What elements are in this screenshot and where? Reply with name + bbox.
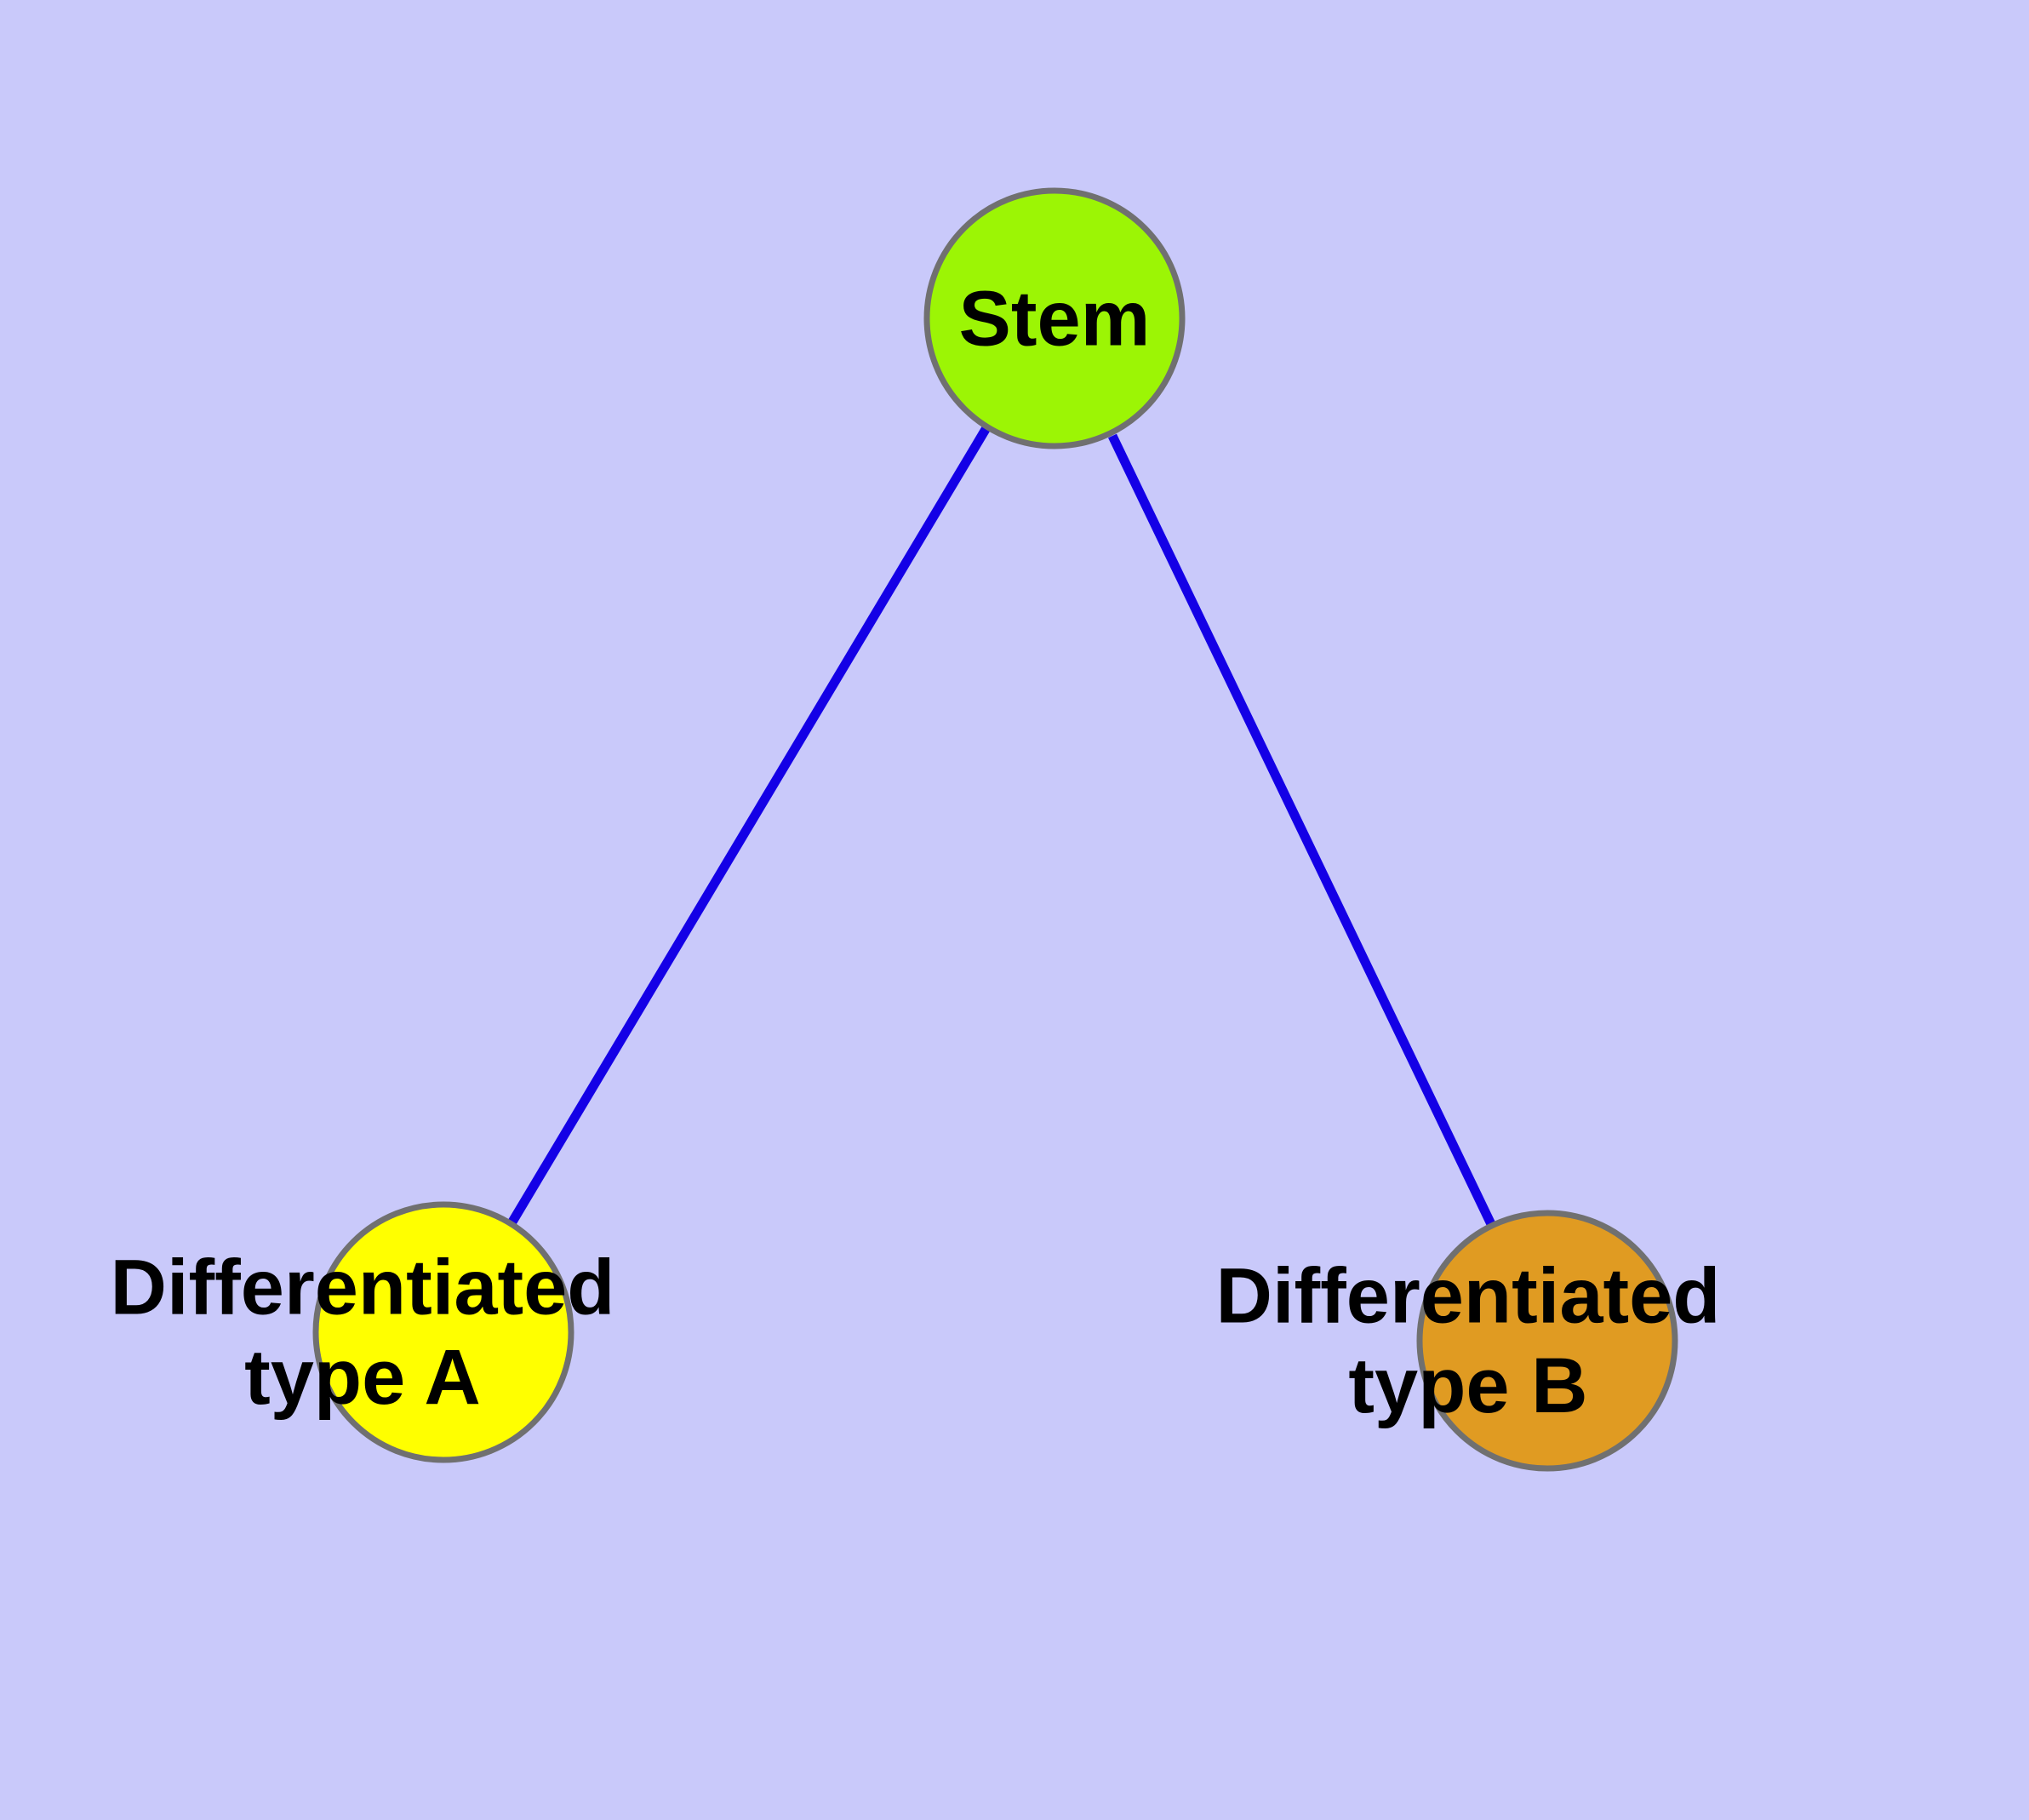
edge-stem-to-differentiated-type-b[interactable] [1108, 433, 1495, 1227]
node-stem[interactable] [923, 187, 1186, 449]
node-label-line: Differentiated [1216, 1252, 1721, 1339]
node-label-stem: Stem [959, 275, 1151, 362]
node-differentiated-type-a[interactable] [312, 1201, 574, 1463]
node-label-line: type A [244, 1334, 481, 1421]
node-layer [312, 187, 1678, 1472]
node-label-line: Differentiated [111, 1244, 615, 1331]
edge-stem-to-differentiated-type-a[interactable] [507, 424, 992, 1226]
node-differentiated-type-b[interactable] [1416, 1210, 1678, 1472]
node-label-line: type B [1348, 1342, 1587, 1429]
edge-layer [507, 424, 1495, 1227]
node-label-line: Stem [959, 275, 1151, 362]
